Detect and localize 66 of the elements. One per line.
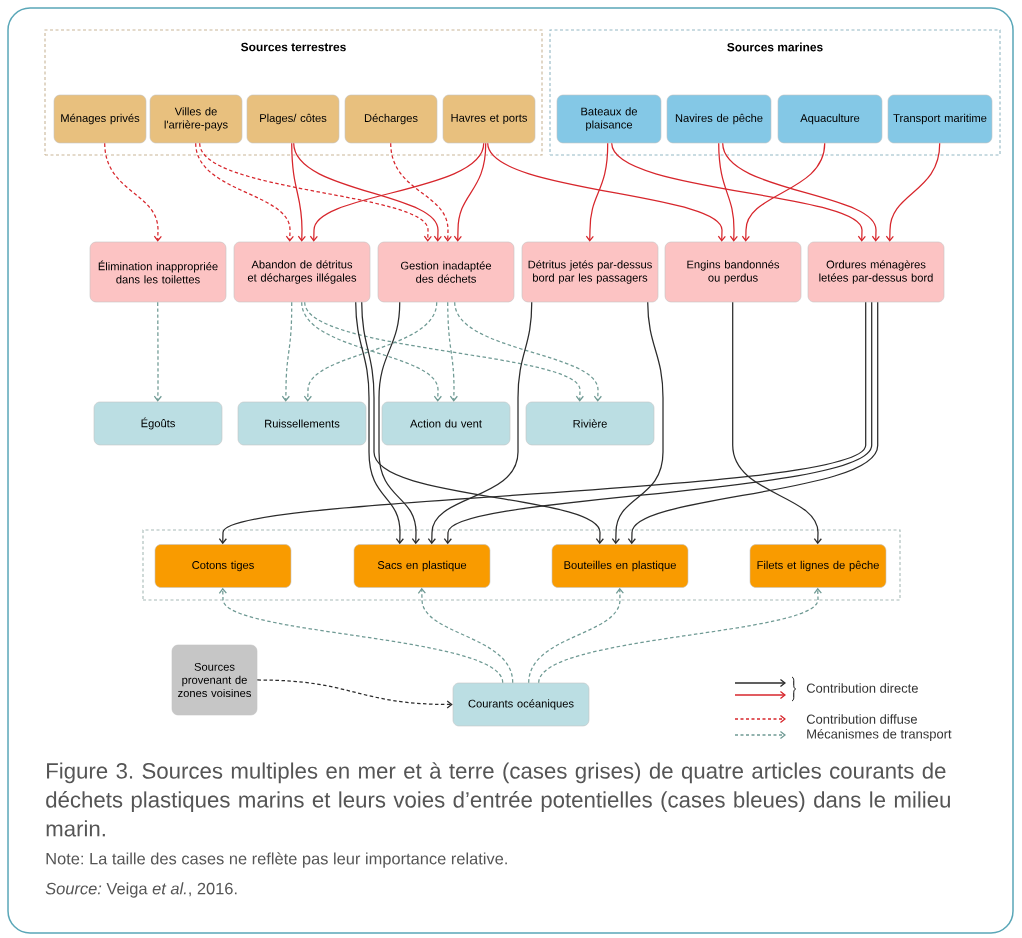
arrow: [390, 142, 452, 242]
arrow: [195, 142, 294, 242]
arrow: [885, 142, 941, 242]
arrow: [199, 142, 432, 242]
arrow: [218, 301, 867, 545]
arrow: [281, 301, 293, 402]
arrow: [627, 301, 879, 545]
process-box: Sources provenant de zones voisines: [171, 644, 258, 716]
process-box: Bateaux de plaisance: [556, 94, 662, 144]
legend-item: Contribution directe: [734, 676, 918, 702]
arrow: [218, 587, 504, 684]
process-box: Rivière: [525, 401, 655, 446]
arrow: [309, 142, 485, 242]
process-box: Filets et lignes de pêche: [749, 544, 887, 588]
arrow: [447, 301, 458, 402]
process-box: Cotons tiges: [154, 544, 292, 588]
source-line: Source: Veiga et al., 2016.: [45, 882, 237, 898]
arrow: [291, 142, 306, 242]
process-box: Sacs en plastique: [353, 544, 491, 588]
process-box: Ménages privés: [53, 94, 147, 144]
process-box: Courants océaniques: [452, 682, 590, 727]
arrow: [732, 301, 822, 545]
process-box: Plages/ côtes: [246, 94, 340, 144]
arrow: [528, 587, 624, 684]
process-box: Ordures ménagères letées par-dessus bord: [807, 241, 945, 303]
arrow: [293, 142, 442, 242]
arrow: [104, 142, 162, 242]
caption: Figure 3. Sources multiples en mer et à terre (cases grises) de quatre articles courants de déchets plastiques marins et leurs voies d’entrée potentielles (cases bleues) dans le milieu marin.: [46, 762, 950, 837]
process-box: Navires de pêche: [666, 94, 772, 144]
arrow: [453, 142, 487, 242]
arrow: [153, 301, 162, 402]
arrow: [427, 301, 533, 545]
process-box: Transport maritime: [887, 94, 993, 144]
process-box: Aquaculture: [777, 94, 883, 144]
arrow: [304, 301, 584, 402]
process-box: Détritus jetés par-dessus bord par les passagers: [521, 241, 659, 303]
process-box: Bouteilles en plastique: [551, 544, 689, 588]
process-box: Havres et ports: [442, 94, 536, 144]
arrow: [361, 301, 604, 545]
arrow: [454, 301, 602, 402]
process-box: Gestion inadaptée des déchets: [377, 241, 515, 303]
arrow: [611, 301, 664, 545]
arrow: [611, 142, 866, 242]
legend-item: Mécanismes de transport: [734, 728, 952, 742]
arrow: [417, 587, 514, 684]
arrow: [741, 142, 826, 242]
arrow: [538, 587, 822, 684]
process-box: Villes de l'arrière-pays: [149, 94, 243, 144]
arrow: [443, 301, 873, 545]
legend-item: Contribution diffuse: [734, 714, 917, 724]
arrow: [378, 301, 420, 545]
process-box: Égoûts: [93, 401, 223, 446]
arrow: [585, 142, 609, 242]
arrow: [355, 301, 404, 545]
arrow: [487, 142, 726, 242]
process-box: Décharges: [344, 94, 438, 144]
process-box: Action du vent: [381, 401, 511, 446]
arrow: [722, 142, 880, 242]
group-frame: [142, 529, 901, 601]
process-box: Abandon de détritus et décharges illégales: [233, 241, 371, 303]
process-box: Ruissellements: [237, 401, 367, 446]
process-box: Engins bandonnés ou perdus: [664, 241, 802, 303]
arrow: [256, 679, 453, 709]
arrow: [718, 142, 738, 242]
note: Note: La taille des cases ne reflète pas leur importance relative.: [46, 852, 507, 868]
process-box: Élimination inappropriée dans les toilettes: [89, 241, 227, 303]
